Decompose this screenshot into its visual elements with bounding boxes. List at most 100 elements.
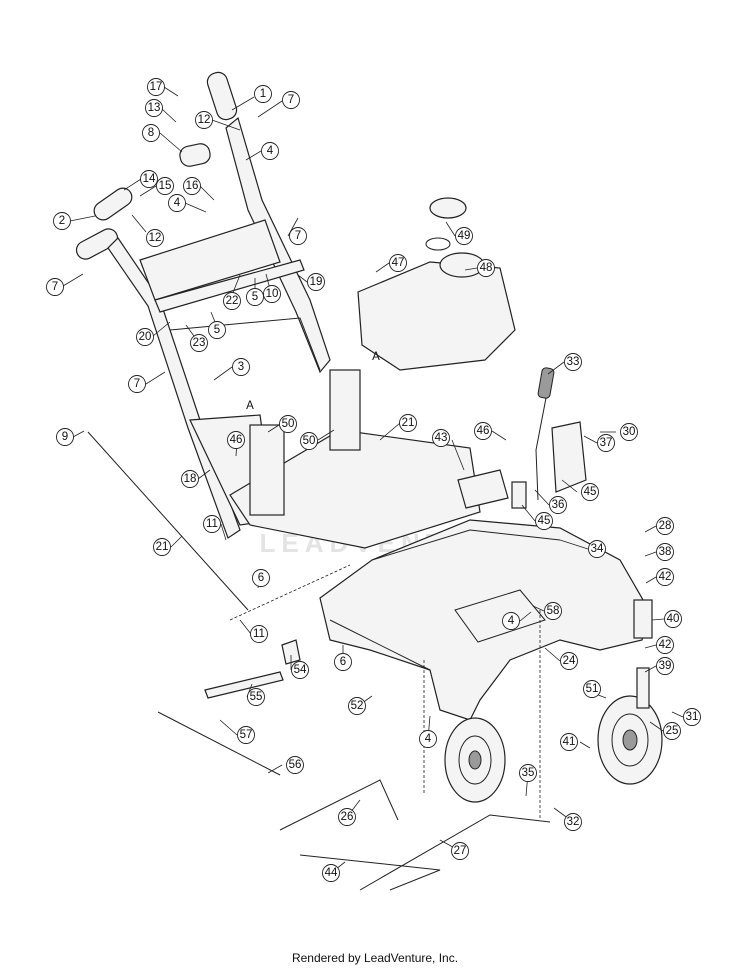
- callout-48: 48: [477, 259, 495, 277]
- svg-text:42: 42: [659, 639, 672, 651]
- svg-text:41: 41: [563, 736, 576, 748]
- svg-text:5: 5: [214, 324, 220, 336]
- callout-26: 26: [338, 808, 356, 826]
- svg-text:4: 4: [425, 733, 432, 745]
- parts-diagram: LEADVENTURE: [46, 71, 701, 891]
- svg-text:28: 28: [659, 520, 672, 532]
- callout-40: 40: [664, 610, 682, 628]
- svg-text:19: 19: [310, 276, 323, 288]
- svg-text:7: 7: [134, 378, 140, 390]
- svg-text:11: 11: [253, 628, 265, 640]
- callout-labels: 1 7 17 13 12 8 4 14 15 16 4 2 12 7 7 22 …: [46, 78, 701, 882]
- svg-text:7: 7: [288, 94, 294, 106]
- svg-text:3: 3: [238, 361, 244, 373]
- callout-55: 55: [247, 688, 265, 706]
- callout-7: 7: [289, 227, 307, 245]
- callout-47: 47: [389, 254, 407, 272]
- svg-text:35: 35: [522, 767, 535, 779]
- callout-1: 1: [254, 85, 272, 103]
- svg-text:4: 4: [174, 197, 181, 209]
- svg-text:8: 8: [148, 127, 154, 139]
- svg-text:37: 37: [600, 437, 613, 449]
- callout-5: 5: [208, 321, 226, 339]
- svg-text:24: 24: [563, 655, 576, 667]
- svg-text:43: 43: [435, 432, 448, 444]
- callout-49: 49: [455, 227, 473, 245]
- shift-lever: [457, 367, 587, 509]
- callout-7: 7: [46, 278, 64, 296]
- callout-4: 4: [168, 194, 186, 212]
- svg-text:27: 27: [454, 845, 467, 857]
- callout-19: 19: [307, 273, 325, 291]
- callout-4: 4: [502, 612, 520, 630]
- svg-text:56: 56: [289, 759, 302, 771]
- svg-text:1: 1: [260, 88, 266, 100]
- svg-text:44: 44: [325, 867, 338, 879]
- callout-9: 9: [56, 428, 74, 446]
- svg-text:18: 18: [184, 473, 197, 485]
- svg-text:30: 30: [623, 426, 636, 438]
- callout-10: 10: [263, 285, 281, 303]
- callout-22: 22: [223, 292, 241, 310]
- callout-14: 14: [140, 170, 158, 188]
- rods-linkages: [87, 431, 551, 891]
- callout-57: 57: [237, 726, 255, 744]
- svg-text:5: 5: [252, 291, 258, 303]
- svg-text:42: 42: [659, 571, 672, 583]
- svg-text:38: 38: [659, 546, 672, 558]
- callout-12: 12: [146, 229, 164, 247]
- callout-32: 32: [564, 813, 582, 831]
- svg-text:51: 51: [586, 683, 599, 695]
- svg-text:12: 12: [149, 232, 162, 244]
- svg-text:22: 22: [226, 295, 239, 307]
- svg-text:55: 55: [250, 691, 263, 703]
- svg-text:26: 26: [341, 811, 354, 823]
- svg-text:2: 2: [59, 215, 65, 227]
- svg-text:52: 52: [351, 700, 364, 712]
- callout-44: 44: [322, 864, 340, 882]
- callout-4: 4: [261, 142, 279, 160]
- svg-text:11: 11: [206, 518, 218, 530]
- svg-text:45: 45: [584, 486, 597, 498]
- svg-text:46: 46: [477, 425, 490, 437]
- callout-36: 36: [549, 496, 567, 514]
- svg-text:4: 4: [508, 615, 515, 627]
- svg-text:15: 15: [159, 180, 172, 192]
- callout-35: 35: [519, 764, 537, 782]
- svg-text:58: 58: [547, 605, 560, 617]
- callout-50: 50: [300, 432, 318, 450]
- callout-42: 42: [656, 568, 674, 586]
- callout-58: 58: [544, 602, 562, 620]
- svg-text:57: 57: [240, 729, 253, 741]
- callout-3: 3: [232, 358, 250, 376]
- callout-6: 6: [334, 653, 352, 671]
- svg-text:14: 14: [143, 173, 156, 185]
- callout-28: 28: [656, 517, 674, 535]
- callout-46: 46: [227, 431, 245, 449]
- callout-25: 25: [663, 722, 681, 740]
- svg-text:40: 40: [667, 613, 680, 625]
- callout-4: 4: [419, 730, 437, 748]
- callout-39: 39: [656, 657, 674, 675]
- callout-38: 38: [656, 543, 674, 561]
- front-wheel: [444, 717, 506, 803]
- svg-text:31: 31: [686, 711, 699, 723]
- callout-24: 24: [560, 652, 578, 670]
- callout-43: 43: [432, 429, 450, 447]
- callout-41: 41: [560, 733, 578, 751]
- callout-42: 42: [656, 636, 674, 654]
- callout-46: 46: [474, 422, 492, 440]
- svg-text:20: 20: [139, 331, 152, 343]
- callout-34: 34: [588, 540, 606, 558]
- svg-text:13: 13: [148, 102, 161, 114]
- callout-30: 30: [620, 423, 638, 441]
- footer-credit: Rendered by LeadVenture, Inc.: [291, 951, 459, 965]
- svg-text:6: 6: [340, 656, 346, 668]
- handle-assembly: [75, 71, 331, 539]
- svg-text:54: 54: [294, 664, 307, 676]
- ref-letter-a-tank: A: [372, 351, 380, 363]
- svg-text:49: 49: [458, 230, 471, 242]
- svg-text:7: 7: [295, 230, 301, 242]
- svg-text:23: 23: [193, 337, 206, 349]
- svg-text:39: 39: [659, 660, 672, 672]
